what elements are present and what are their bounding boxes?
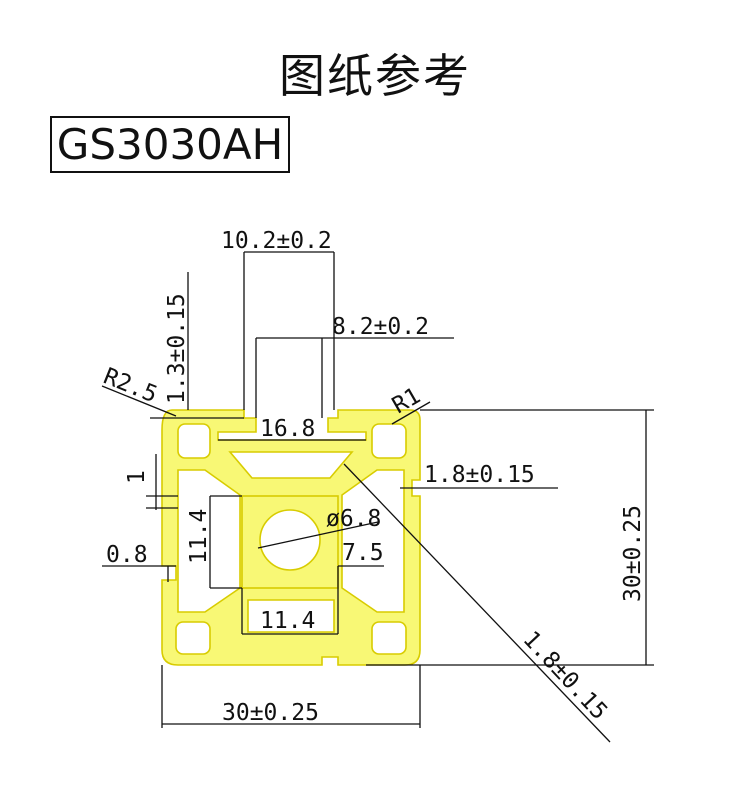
- dimension-lines: [101, 251, 654, 743]
- page-title: 图纸参考: [279, 49, 471, 103]
- dim-wall-right: 1.8±0.15: [424, 462, 535, 488]
- dim-core-offset: 7.5: [342, 540, 384, 566]
- dim-slot-outer: 10.2±0.2: [221, 228, 332, 254]
- dim-lip-thickness: 1.3±0.15: [164, 293, 190, 404]
- dim-radius-outer: R2.5: [100, 363, 161, 408]
- dim-height: 30±0.25: [620, 505, 646, 602]
- dim-offset-left: 0.8: [106, 542, 148, 568]
- dim-gap-small: 1: [124, 470, 150, 484]
- dim-core-width: 11.4: [260, 608, 315, 634]
- dim-width: 30±0.25: [222, 700, 319, 726]
- profile-shape: [161, 409, 421, 666]
- dim-slot-depth: 16.8: [260, 416, 315, 442]
- model-label: GS3030AH: [50, 116, 290, 173]
- dim-slot-inner: 8.2±0.2: [332, 314, 429, 340]
- dim-diagonal-wall: 1.8±0.15: [518, 626, 613, 725]
- dim-core-height: 11.4: [186, 509, 212, 564]
- dim-center-hole: ø6.8: [326, 506, 381, 532]
